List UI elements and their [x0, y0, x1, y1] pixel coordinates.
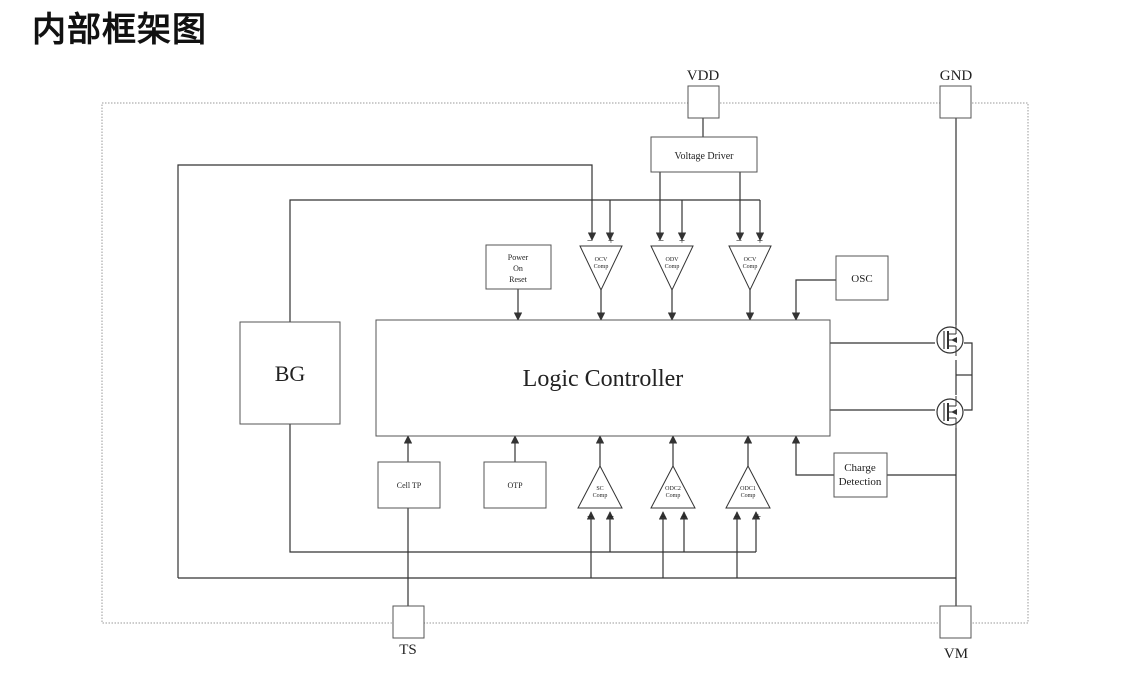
power-on-reset-line1: Power [508, 253, 529, 262]
comparator-ocv-1: − + OCV Comp [579, 235, 623, 292]
pin-gnd: GND [939, 68, 973, 119]
bg-block: BG [239, 321, 341, 425]
comparator-odc1: − + ODC1 Comp [725, 464, 771, 523]
comparator-label-line2: Comp [593, 493, 608, 499]
pin-gnd-label: GND [940, 68, 973, 84]
comparator-plus-sign: + [679, 235, 685, 247]
comparator-minus-sign: − [734, 511, 740, 523]
pin-ts-label: TS [399, 642, 417, 658]
comparator-minus-sign: − [658, 235, 664, 247]
comparator-label-line2: Comp [666, 493, 681, 499]
mosfet-charge-icon [936, 396, 964, 428]
wiring [177, 118, 973, 606]
bg-label: BG [275, 361, 306, 386]
comparator-plus-sign: + [608, 235, 614, 247]
otp-block: OTP [483, 461, 547, 509]
comparator-label-line2: Comp [741, 493, 756, 499]
cell-tp-block: Cell TP [377, 461, 441, 509]
comparator-minus-sign: − [587, 511, 593, 523]
logic-controller-label: Logic Controller [523, 366, 684, 392]
osc-label: OSC [851, 273, 872, 285]
page-title: 内部框架图 [32, 10, 207, 50]
charge-detection-line2: Detection [839, 476, 882, 488]
comparator-label-line2: Comp [594, 264, 609, 270]
pin-vm-label: VM [944, 646, 968, 662]
comparator-ocv-2: − + OCV Comp [728, 235, 772, 292]
comparator-label-line1: OCV [595, 257, 608, 263]
charge-detection-block: Charge Detection [833, 452, 888, 498]
comparator-odc2: − + ODC2 Comp [650, 464, 696, 523]
voltage-driver-block: Voltage Driver [650, 136, 758, 173]
power-on-reset-line3: Reset [509, 275, 528, 284]
comparator-minus-sign: − [660, 511, 666, 523]
comparator-label-line1: SC [596, 486, 603, 492]
comparator-plus-sign: + [608, 511, 614, 523]
comparator-label-line2: Comp [665, 264, 680, 270]
voltage-driver-label: Voltage Driver [675, 151, 735, 162]
otp-label: OTP [507, 481, 523, 490]
power-on-reset-block: Power On Reset [485, 244, 552, 290]
pin-vdd-label: VDD [687, 68, 720, 84]
osc-block: OSC [835, 255, 889, 301]
charge-detection-line1: Charge [844, 462, 876, 474]
pin-ts: TS [392, 605, 425, 658]
comparator-plus-sign: + [757, 235, 763, 247]
comparator-plus-sign: + [755, 511, 761, 523]
mosfet-discharge-icon [936, 325, 964, 356]
comparator-odv: − + ODV Comp [650, 235, 694, 292]
pin-vdd: VDD [687, 68, 720, 119]
cell-tp-label: Cell TP [397, 481, 422, 490]
comparator-label-line1: ODC2 [665, 486, 681, 492]
comparator-minus-sign: − [736, 235, 742, 247]
comparator-plus-sign: + [681, 511, 687, 523]
logic-controller-block: Logic Controller [375, 319, 831, 437]
pin-vm: VM [939, 605, 972, 662]
comparator-label-line1: ODC1 [740, 486, 756, 492]
comparator-label-line1: OCV [744, 257, 757, 263]
comparator-label-line1: ODV [666, 257, 680, 263]
chip-boundary [101, 102, 1029, 624]
comparator-sc: − + SC Comp [577, 464, 623, 523]
power-on-reset-line2: On [513, 264, 523, 273]
comparator-minus-sign: − [587, 235, 593, 247]
comparator-label-line2: Comp [743, 264, 758, 270]
